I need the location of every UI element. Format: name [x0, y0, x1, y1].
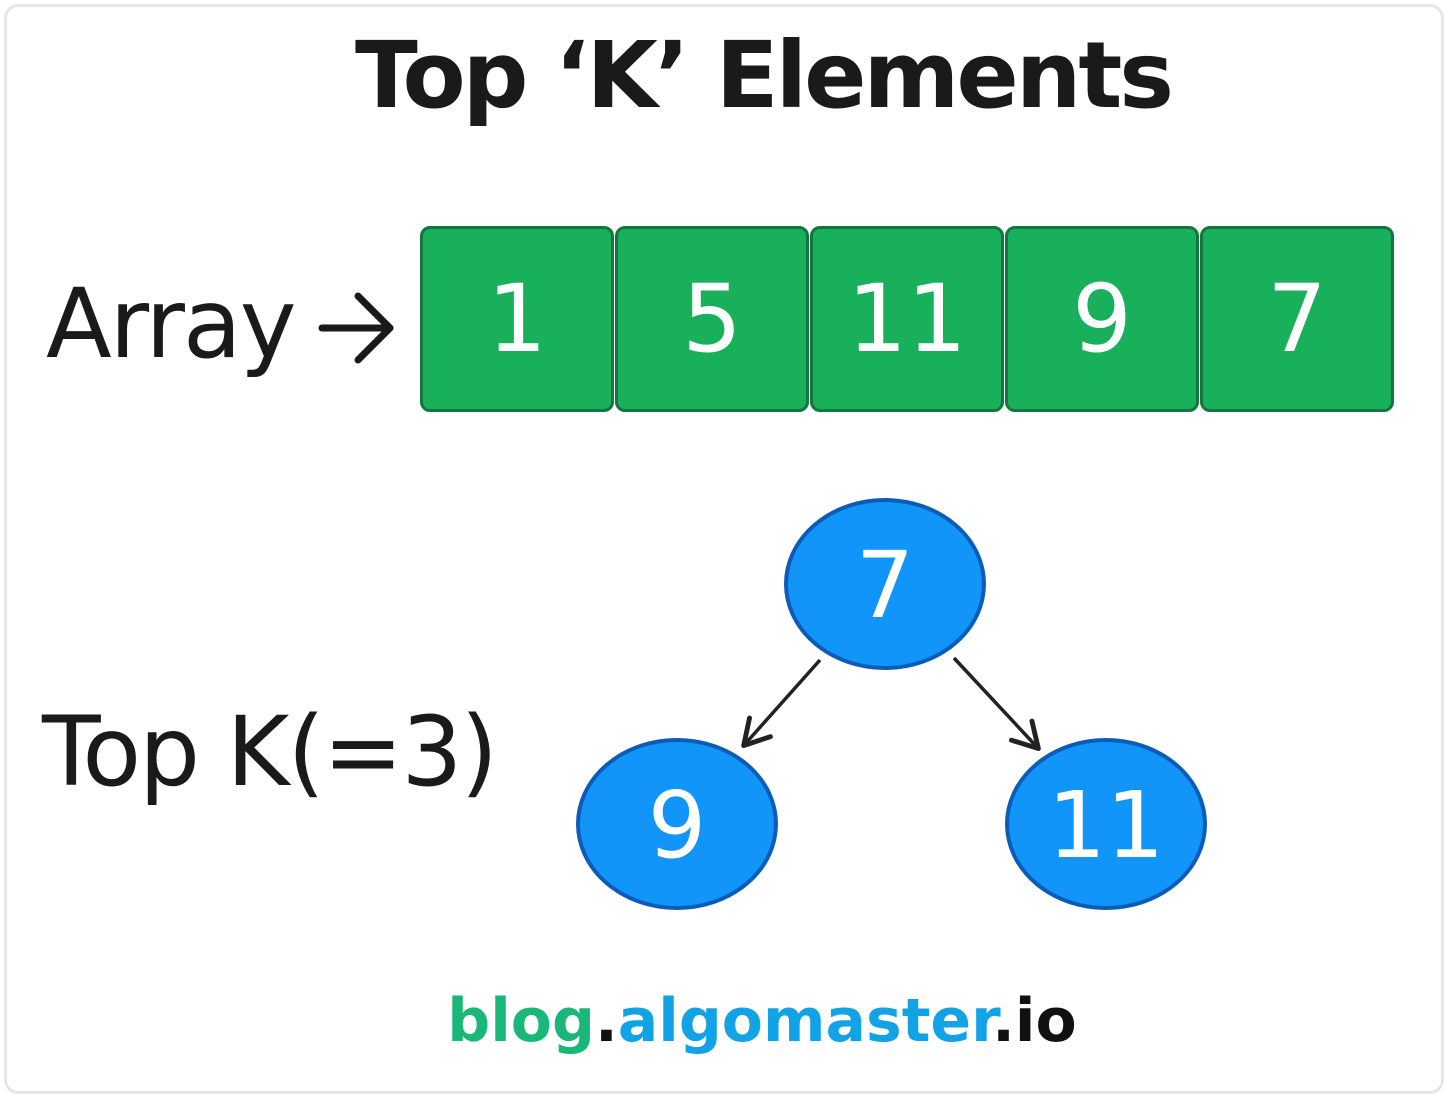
page-title: Top ‘K’ Elements: [354, 22, 1174, 129]
array-cell: 1: [420, 226, 614, 412]
array-label: Array: [46, 268, 297, 380]
edge-root-right: [952, 656, 1041, 752]
heap-node-shape: [784, 498, 986, 670]
array-cell: 5: [615, 226, 809, 412]
footer-part-io: .io: [992, 986, 1077, 1056]
heap-node-right: 11: [1005, 738, 1207, 910]
array: 1 5 11 9 7: [420, 226, 1395, 412]
array-cell: 11: [810, 226, 1004, 412]
footer-part-dot: .: [594, 986, 618, 1056]
heap-node-value: 9: [648, 772, 707, 879]
diagram-frame: [4, 4, 1444, 1094]
heap-node-left: 9: [576, 738, 778, 910]
heap-node-shape: [576, 738, 778, 910]
top-k-label: Top K(=3): [42, 696, 498, 808]
footer-part-algomaster: algomaster: [617, 986, 993, 1056]
heap-node-value: 11: [1047, 772, 1164, 879]
heap-node-root: 7: [784, 498, 986, 670]
array-cell: 9: [1005, 226, 1199, 412]
footer-part-blog: blog: [447, 986, 595, 1056]
right-arrow-icon: [318, 292, 394, 364]
heap-node-shape: [1005, 738, 1207, 910]
heap-node-value: 7: [856, 532, 915, 639]
footer-watermark: blog.algomaster.io: [0, 986, 1456, 1056]
array-cell: 7: [1200, 226, 1394, 412]
edge-root-left: [741, 658, 822, 749]
